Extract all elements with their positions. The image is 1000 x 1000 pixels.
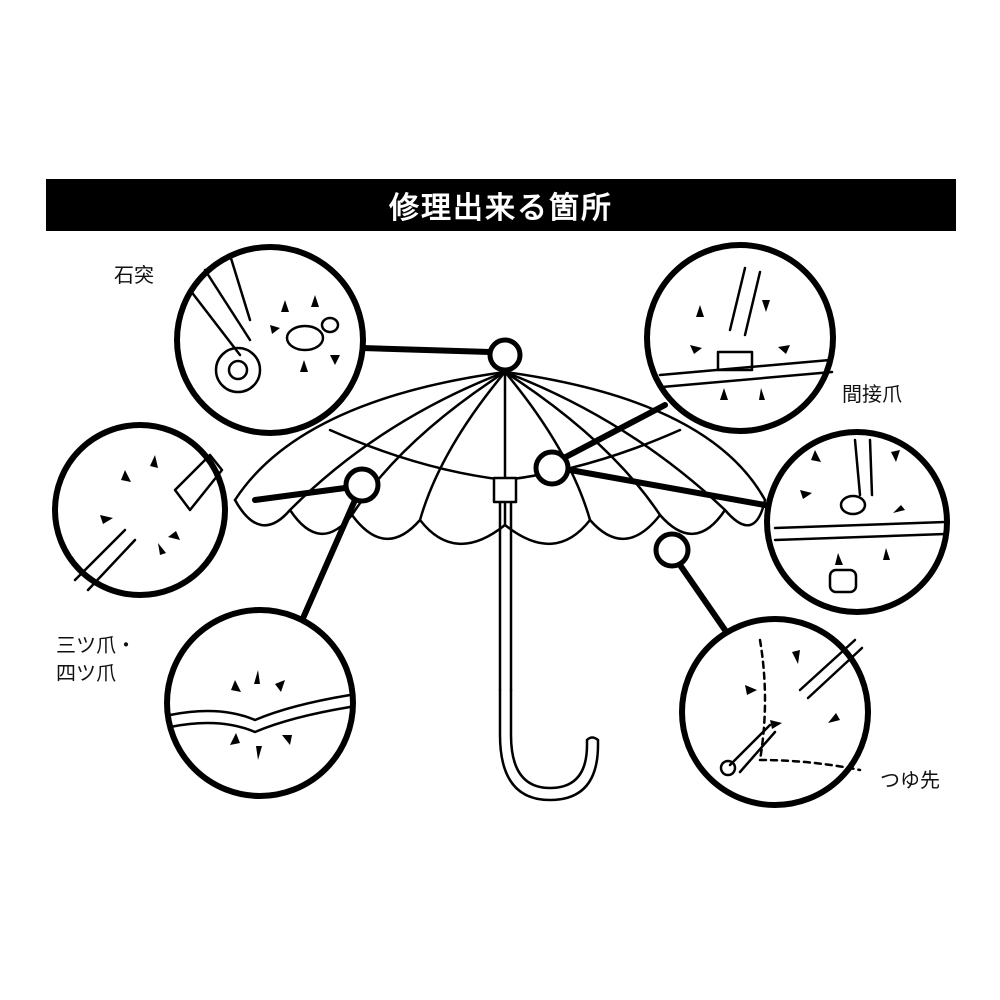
connector-lines <box>252 345 768 633</box>
label-tsuyusaki: つゆ先 <box>880 768 940 792</box>
detail-circle-kansetsu-right <box>764 429 950 615</box>
joint-marker-tip <box>487 337 523 373</box>
detail-circle-tsuyusaki <box>679 616 871 808</box>
label-yotsu-tsume: 四ツ爪 <box>56 661 116 685</box>
umbrella-shaft <box>492 476 600 802</box>
detail-circle-mitsu-tsume <box>164 607 356 799</box>
title-banner: 修理出来る箇所 <box>46 179 956 231</box>
burst-marks <box>100 295 905 760</box>
detail-circle-ishizuki <box>174 244 366 436</box>
label-mitsu-tsume: 三ツ爪・ <box>56 633 136 657</box>
joint-marker-joint <box>533 449 571 487</box>
detail-circle-kansetsu-top <box>644 242 836 434</box>
label-kansetsu-tsume: 間接爪 <box>842 382 902 406</box>
joint-markers <box>343 337 691 569</box>
joint-marker-rib <box>343 466 381 504</box>
detail-circle-rib-break <box>52 422 228 598</box>
joint-marker-end <box>653 531 691 569</box>
label-ishizuki: 石突 <box>114 263 154 287</box>
